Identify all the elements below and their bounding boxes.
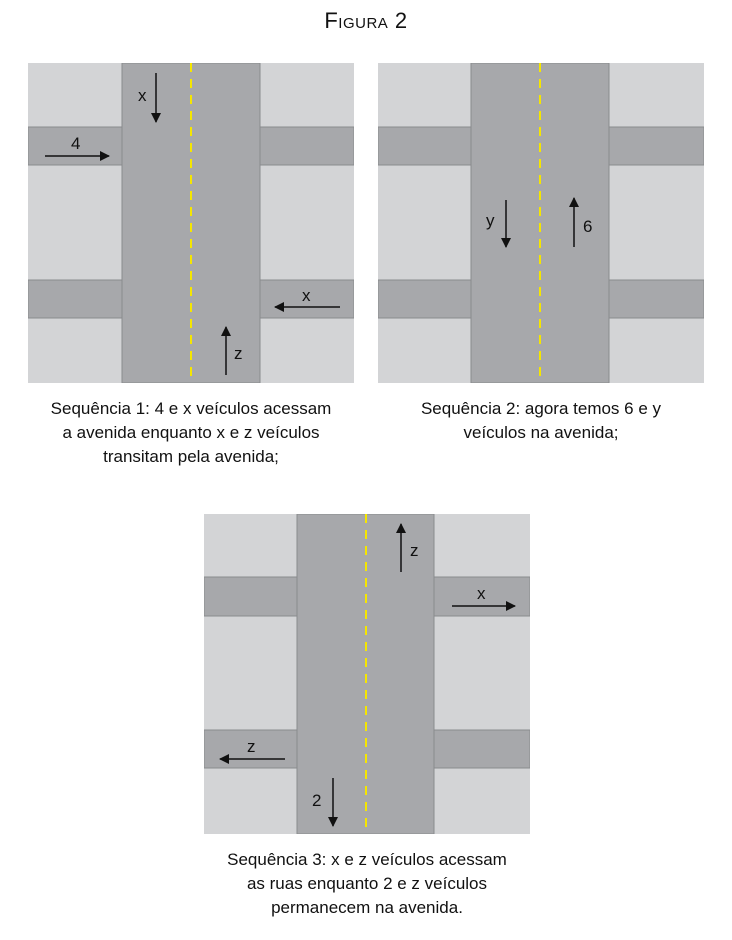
caption-sequence-1: Sequência 1: 4 e x veículos acessam a av…: [10, 397, 372, 469]
caption-line: transitam pela avenida;: [103, 447, 279, 466]
figure-title: Figura 2: [324, 8, 408, 33]
label-6: 6: [583, 217, 592, 236]
caption-line: Sequência 2: agora temos 6 e y: [420, 399, 662, 418]
label-z: z: [247, 737, 256, 756]
intersection-map: [204, 514, 530, 834]
label-x: x: [477, 584, 486, 603]
caption-sequence-3: Sequência 3: x e z veículos acessam as r…: [186, 848, 548, 920]
caption-line: a avenida enquanto x e z veículos: [62, 423, 320, 442]
label-x: x: [138, 86, 147, 105]
panel-sequence-2: y 6: [378, 63, 704, 383]
caption-sequence-2: Sequência 2: agora temos 6 e y veículos …: [370, 397, 712, 445]
label-2: 2: [312, 791, 321, 810]
caption-line: Sequência 1: 4 e x veículos acessam: [50, 399, 332, 418]
label-z: z: [234, 344, 243, 363]
label-x: x: [302, 286, 311, 305]
label-4: 4: [71, 134, 80, 153]
caption-line: Sequência 3: x e z veículos acessam: [227, 850, 507, 869]
caption-line: permanecem na avenida.: [271, 898, 463, 917]
label-y: y: [486, 211, 495, 230]
panel-sequence-1: x 4 x z: [28, 63, 354, 383]
label-z: z: [410, 541, 419, 560]
panel-sequence-3: z x z 2: [204, 514, 530, 834]
intersection-map: [28, 63, 354, 383]
intersection-map: [378, 63, 704, 383]
caption-line: veículos na avenida;: [463, 423, 619, 442]
caption-line: as ruas enquanto 2 e z veículos: [246, 874, 488, 893]
